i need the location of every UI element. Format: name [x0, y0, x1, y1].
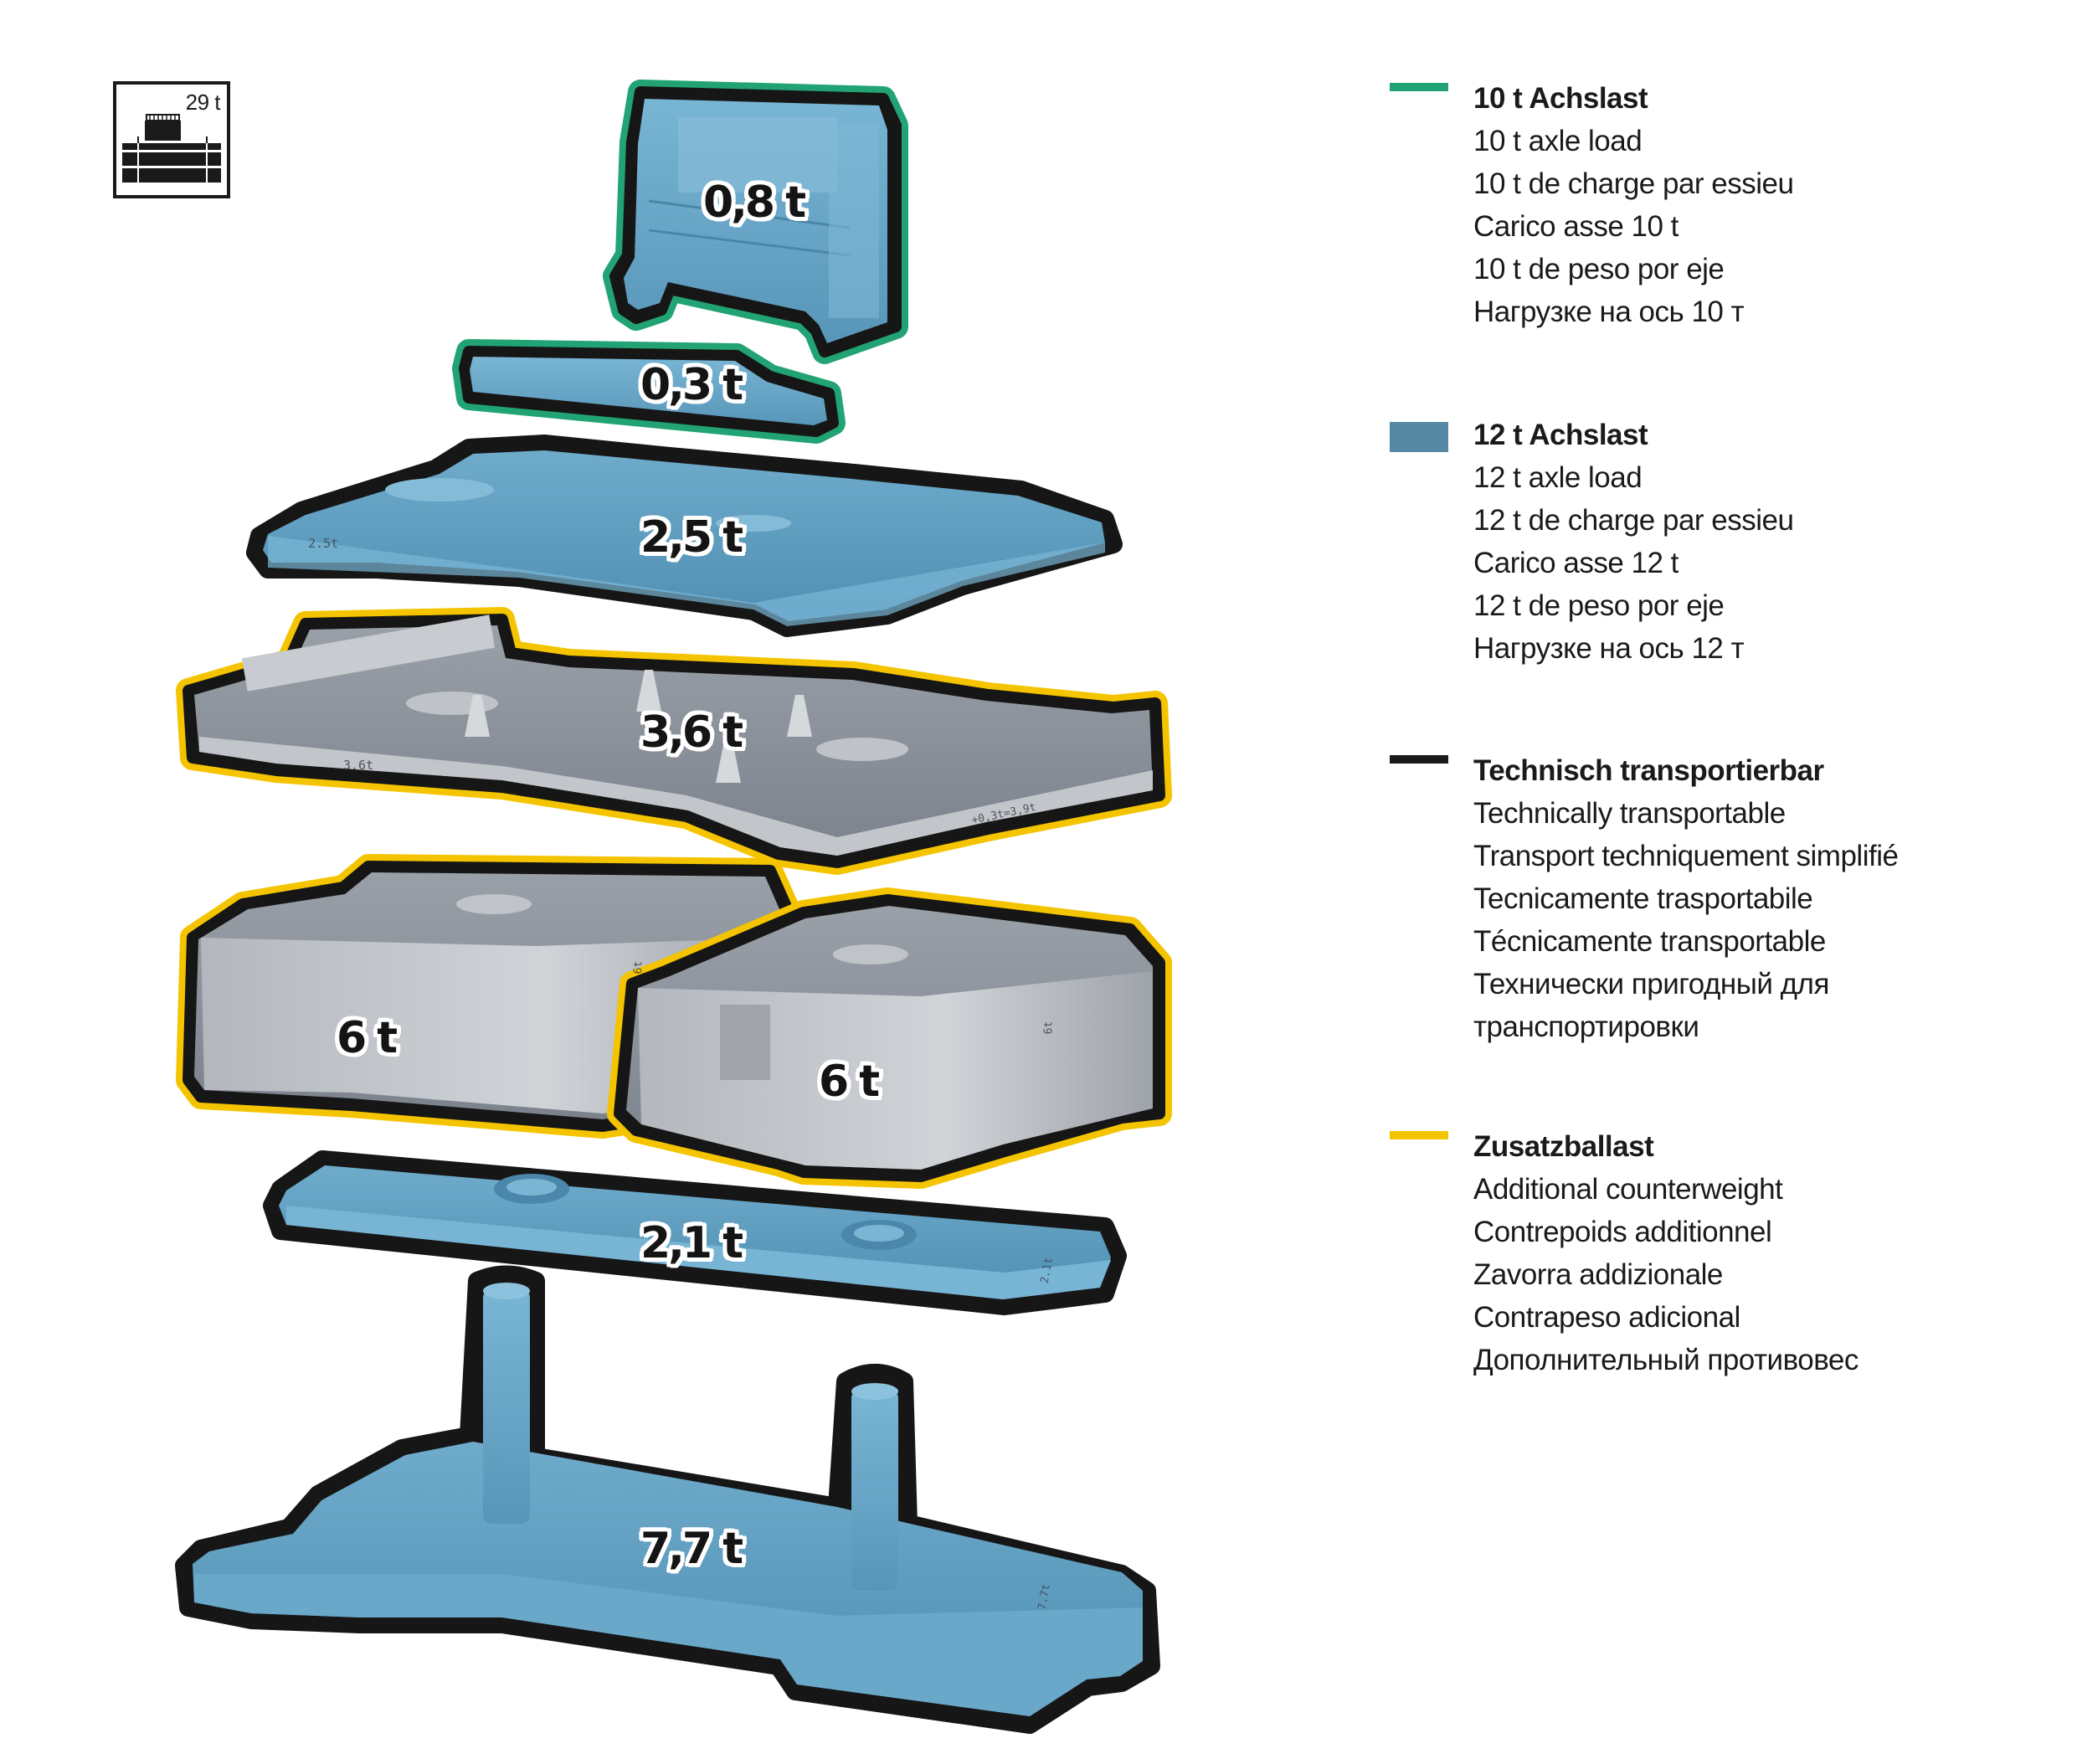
- component-plate-0-3: [452, 339, 846, 444]
- yellow-line-swatch-icon: [1390, 1131, 1448, 1139]
- legend-line: Contrepoids additionnel: [1473, 1216, 1772, 1248]
- legend-line: Дополнительный противовес: [1473, 1344, 1859, 1376]
- emboss-stamp-2-5: 2.5t: [308, 536, 339, 551]
- emboss-stamp-6-left: 6t: [632, 960, 645, 975]
- legend-line: Transport techniquement simplifié: [1473, 840, 1899, 872]
- legend-line: 12 t de charge par essieu: [1473, 504, 1794, 537]
- legend-title: 10 t Achslast: [1473, 82, 1648, 115]
- legend-line: Carico asse 12 t: [1473, 547, 1679, 579]
- legend-line: Contrapeso adicional: [1473, 1301, 1740, 1334]
- legend-line: Technically transportable: [1473, 797, 1786, 830]
- stacked-weights-glyph-icon: [122, 114, 221, 183]
- legend-line: Additional counterweight: [1473, 1173, 1783, 1206]
- legend-item-12t-axle-load: 12 t Achslast 12 t axle load 12 t de cha…: [1390, 414, 1794, 670]
- legend-line: Tecnicamente trasportabile: [1473, 882, 1813, 915]
- legend-item-10t-axle-load: 10 t Achslast 10 t axle load 10 t de cha…: [1390, 77, 1794, 333]
- total-weight-label: 29 t: [185, 90, 221, 115]
- weight-label-7-7: 7,7 t: [640, 1524, 743, 1574]
- component-plate-2-1: [263, 1150, 1127, 1315]
- component-plate-3-6: [176, 607, 1172, 875]
- legend-line: транспортировки: [1473, 1011, 1699, 1043]
- legend-line: Нагрузке на ось 12 т: [1473, 632, 1745, 665]
- legend-line: 10 t de peso por eje: [1473, 253, 1725, 285]
- weight-label-0-3: 0,3 t: [640, 360, 743, 410]
- component-block-6-right: [607, 887, 1172, 1189]
- weight-label-2-5: 2,5 t: [640, 512, 743, 563]
- legend-line: 10 t de charge par essieu: [1473, 167, 1794, 200]
- legend-item-technically-transportable: Technisch transportierbar Technically tr…: [1390, 749, 1899, 1048]
- legend-line: Технически пригодный для: [1473, 968, 1829, 1000]
- weight-label-6-left: 6 t: [337, 1013, 398, 1063]
- legend-line: Zavorra addizionale: [1473, 1258, 1723, 1291]
- legend-line: 12 t axle load: [1473, 461, 1643, 494]
- emboss-stamp-6-right: 6t: [1042, 1021, 1056, 1035]
- weight-label-2-1: 2,1 t: [640, 1218, 743, 1268]
- legend-line: Carico asse 10 t: [1473, 210, 1679, 243]
- legend-line: Técnicamente transportable: [1473, 925, 1826, 958]
- component-plate-2-5: [246, 435, 1123, 637]
- legend-line: Нагрузке на ось 10 т: [1473, 296, 1745, 328]
- weight-label-6-right: 6 t: [819, 1057, 880, 1107]
- counterweight-drawing: [175, 80, 1172, 1734]
- black-line-swatch-icon: [1390, 755, 1448, 764]
- component-base-7-7: [175, 1265, 1160, 1734]
- blue-block-swatch-icon: [1390, 422, 1448, 452]
- emboss-stamp-3-6: 3.6t: [343, 758, 374, 773]
- legend-item-additional-counterweight: Zusatzballast Additional counterweight C…: [1390, 1125, 1859, 1381]
- legend-title: 12 t Achslast: [1473, 419, 1648, 451]
- component-plate-0-8: [603, 80, 908, 364]
- weight-label-3-6: 3,6 t: [640, 707, 743, 758]
- legend-line: 10 t axle load: [1473, 125, 1643, 157]
- legend-line: 12 t de peso por eje: [1473, 589, 1725, 622]
- counterweight-stack-icon: 29 t: [113, 81, 230, 198]
- green-line-swatch-icon: [1390, 83, 1448, 91]
- weight-label-0-8: 0,8 t: [703, 177, 806, 228]
- legend-title: Zusatzballast: [1473, 1130, 1654, 1163]
- legend-title: Technisch transportierbar: [1473, 754, 1824, 787]
- counterweight-diagram: 0,8 t 0,3 t 2,5 t 3,6 t 6 t 6 t 2,1 t 7,…: [175, 80, 1172, 1734]
